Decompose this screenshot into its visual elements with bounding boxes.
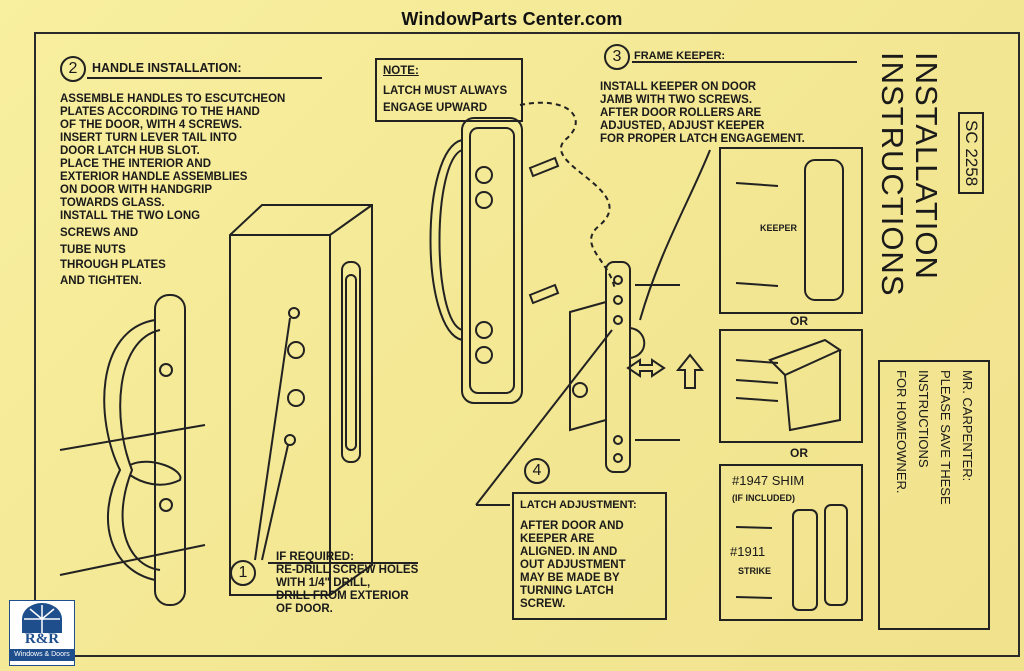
step3-line: AFTER DOOR ROLLERS ARE xyxy=(600,107,762,119)
keeper-box-1 xyxy=(719,147,863,314)
step4-box: LATCH ADJUSTMENT: AFTER DOOR AND KEEPER … xyxy=(512,492,667,620)
latch xyxy=(605,261,631,473)
page-border xyxy=(34,32,1020,657)
step1-line: DRILL FROM EXTERIOR xyxy=(276,590,409,602)
step4-body: AFTER DOOR AND KEEPER ARE ALIGNED. IN AN… xyxy=(520,520,626,611)
carpenter-line: FOR HOMEOWNER. xyxy=(894,370,909,494)
step4-number: 4 xyxy=(524,458,550,484)
or-label: OR xyxy=(790,314,808,328)
step2-line: AND TIGHTEN. xyxy=(60,275,142,287)
door-block xyxy=(229,204,373,596)
step2-line: PLACE THE INTERIOR AND xyxy=(60,158,211,170)
step2-line: OF THE DOOR, WITH 4 SCREWS. xyxy=(60,119,243,131)
note-box: NOTE: LATCH MUST ALWAYS ENGAGE UPWARD xyxy=(375,58,523,122)
step2-line: TOWARDS GLASS. xyxy=(60,197,165,209)
note-heading: NOTE: xyxy=(383,65,419,77)
step3-line: JAMB WITH TWO SCREWS. xyxy=(600,94,753,106)
title-line1: INSTALLATION xyxy=(909,52,944,280)
step2-line: THROUGH PLATES xyxy=(60,259,166,271)
title-line2: INSTRUCTIONS xyxy=(875,52,910,297)
note-line: LATCH MUST ALWAYS xyxy=(383,85,508,97)
step1-number: 1 xyxy=(230,560,256,586)
logo-subtext: Windows & Doors xyxy=(10,649,74,661)
carpenter-line: INSTRUCTIONS xyxy=(916,370,931,468)
step2-line: DOOR LATCH HUB SLOT. xyxy=(60,145,200,157)
step1-body: IF REQUIRED: RE-DRILL SCREW HOLES WITH 1… xyxy=(276,551,418,616)
step2-heading: HANDLE INSTALLATION: xyxy=(92,61,242,75)
step1-line: OF DOOR. xyxy=(276,603,333,615)
step3-number: 3 xyxy=(604,44,630,70)
step4-line: MAY BE MADE BY xyxy=(520,572,620,584)
strike-label: #1911 xyxy=(730,544,766,559)
shim-label: #1947 SHIM xyxy=(732,473,805,488)
step2-number: 2 xyxy=(60,56,86,82)
step2-line: EXTERIOR HANDLE ASSEMBLIES xyxy=(60,171,248,183)
step3-line: INSTALL KEEPER ON DOOR xyxy=(600,81,757,93)
shim-sublabel: (IF INCLUDED) xyxy=(732,493,795,503)
model-number: SC 2258 xyxy=(958,112,984,195)
step1-line: RE-DRILL SCREW HOLES xyxy=(276,564,419,576)
shim-box xyxy=(719,464,863,621)
keeper-label: KEEPER xyxy=(760,223,798,233)
step4-line: OUT ADJUSTMENT xyxy=(520,559,626,571)
step2-line: TUBE NUTS xyxy=(60,244,126,256)
step1-heading: IF REQUIRED: xyxy=(276,551,354,563)
note-line: ENGAGE UPWARD xyxy=(383,102,488,114)
step4-line: SCREW. xyxy=(520,598,566,610)
interior-handle xyxy=(461,117,523,404)
step2-body: ASSEMBLE HANDLES TO ESCUTCHEON PLATES AC… xyxy=(60,93,285,288)
step1-line: WITH 1/4" DRILL, xyxy=(276,577,371,589)
window-arch-icon xyxy=(22,603,62,633)
carpenter-line: PLEASE SAVE THESE xyxy=(938,370,953,505)
step4-line: KEEPER ARE xyxy=(520,533,595,545)
carpenter-box xyxy=(878,360,990,630)
exterior-handle xyxy=(154,294,186,606)
strike-sublabel: STRIKE xyxy=(738,566,772,576)
carpenter-line: MR. CARPENTER: xyxy=(960,370,975,482)
step3-heading: FRAME KEEPER: xyxy=(634,50,726,62)
step2-line: ON DOOR WITH HANDGRIP xyxy=(60,184,213,196)
or-label: OR xyxy=(790,446,808,460)
site-watermark: WindowParts Center.com xyxy=(401,9,623,29)
step4-line: TURNING LATCH xyxy=(520,585,614,597)
keeper-box-2 xyxy=(719,329,863,443)
step2-line: INSERT TURN LEVER TAIL INTO xyxy=(60,132,237,144)
step2-line: ASSEMBLE HANDLES TO ESCUTCHEON xyxy=(60,93,286,105)
step2-line: INSTALL THE TWO LONG xyxy=(60,210,201,222)
step4-heading: LATCH ADJUSTMENT: xyxy=(520,499,637,511)
step3-line: ADJUSTED, ADJUST KEEPER xyxy=(600,120,765,132)
step3-body: INSTALL KEEPER ON DOOR JAMB WITH TWO SCR… xyxy=(600,81,805,146)
step2-line: SCREWS AND xyxy=(60,227,139,239)
step4-line: AFTER DOOR AND xyxy=(520,520,624,532)
logo-text: R&R xyxy=(24,631,60,647)
company-logo: R&R Windows & Doors xyxy=(9,600,75,666)
step2-line: PLATES ACCORDING TO THE HAND xyxy=(60,106,260,118)
step3-line: FOR PROPER LATCH ENGAGEMENT. xyxy=(600,133,805,145)
step4-line: ALIGNED. IN AND xyxy=(520,546,618,558)
